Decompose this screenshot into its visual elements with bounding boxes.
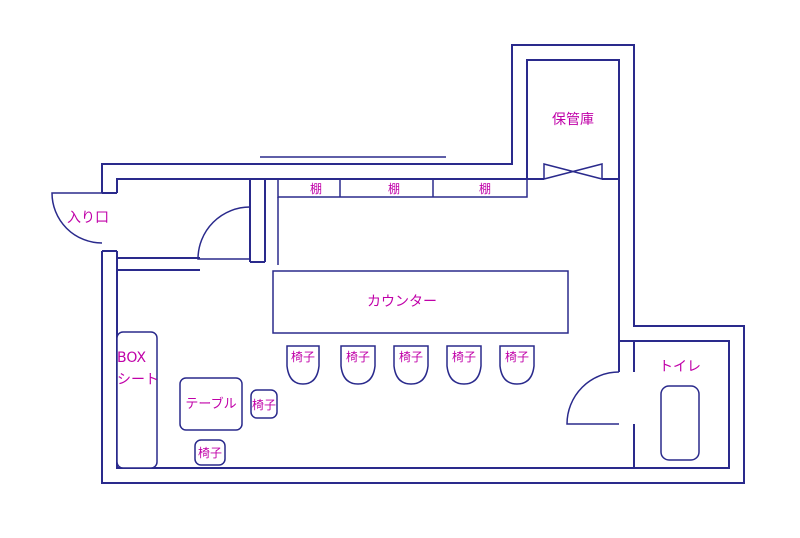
counter-chair: 椅子 — [499, 345, 535, 385]
svg-text:椅子: 椅子 — [399, 350, 423, 364]
counter-label: カウンター — [367, 294, 437, 310]
toilet-door-swing — [566, 371, 620, 425]
shelf-label: 棚 — [310, 181, 322, 196]
counter — [272, 270, 569, 334]
shelf-unit — [277, 178, 528, 265]
counter-chair: 椅子 — [340, 345, 376, 385]
toilet-fixture — [660, 385, 700, 461]
entrance-label: 入り口 — [67, 210, 109, 226]
entrance-door-swing — [51, 192, 103, 244]
table — [179, 377, 243, 431]
vestibule-door-swing — [197, 206, 251, 260]
counter-chair: 椅子 — [446, 345, 482, 385]
counter-chair: 椅子 — [393, 345, 429, 385]
toilet-label: トイレ — [659, 359, 701, 375]
counter-chair: 椅子 — [286, 345, 320, 385]
svg-text:椅子: 椅子 — [346, 350, 370, 364]
table-chair: 椅子 — [194, 439, 226, 466]
svg-text:椅子: 椅子 — [452, 350, 476, 364]
entrance-walls — [100, 179, 266, 271]
shelf-label: 棚 — [388, 181, 400, 196]
svg-text:椅子: 椅子 — [252, 398, 276, 412]
table-label: テーブル — [185, 396, 236, 412]
storage-label: 保管庫 — [552, 111, 594, 128]
storage-double-door — [543, 163, 603, 180]
box-seat — [116, 331, 158, 469]
svg-text:椅子: 椅子 — [505, 350, 529, 364]
svg-text:椅子: 椅子 — [291, 350, 315, 364]
table-chair: 椅子 — [250, 389, 278, 419]
svg-text:椅子: 椅子 — [198, 446, 222, 460]
box-seat-label: BOX — [117, 350, 146, 366]
shelf-label: 棚 — [479, 181, 491, 196]
box-seat-label: シート — [117, 372, 159, 388]
